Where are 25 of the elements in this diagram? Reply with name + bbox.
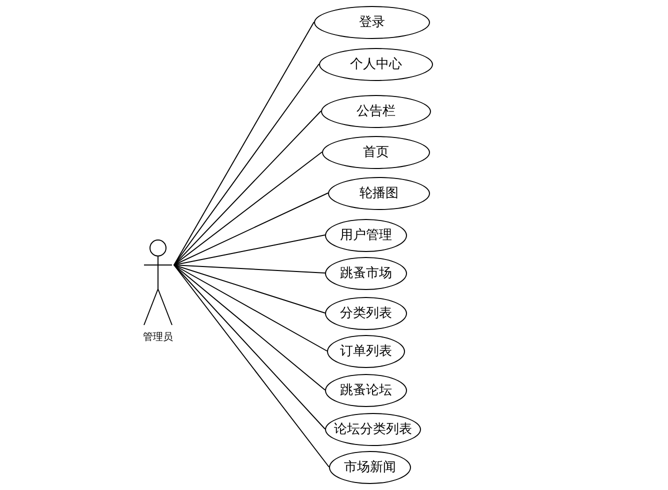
use-case-ellipse: 用户管理	[325, 218, 407, 252]
use-case-ellipse: 市场新闻	[329, 450, 411, 484]
association-line	[174, 264, 328, 352]
use-case-ellipse: 首页	[322, 136, 430, 168]
association-line	[174, 264, 326, 274]
use-case-ellipse: 轮播图	[328, 176, 430, 210]
association-line	[174, 264, 326, 390]
association-line	[174, 192, 328, 266]
association-line	[174, 152, 322, 266]
actor-label: 管理员	[142, 331, 174, 344]
use-case-ellipse: 跳蚤市场	[325, 256, 407, 290]
use-case-ellipse: 公告栏	[321, 94, 431, 128]
use-case-ellipse: 订单列表	[327, 334, 405, 368]
use-case-ellipse: 个人中心	[319, 48, 433, 80]
association-line	[174, 264, 326, 314]
use-case-ellipse: 分类列表	[325, 296, 407, 330]
association-line	[174, 110, 322, 266]
use-case-ellipse: 登录	[314, 6, 430, 38]
use-case-ellipse: 论坛分类列表	[325, 412, 421, 446]
association-line	[174, 264, 326, 430]
association-line	[174, 234, 326, 266]
association-line	[174, 22, 314, 266]
association-line	[174, 264, 330, 468]
association-line	[174, 64, 320, 266]
use-case-ellipse: 跳蚤论坛	[325, 374, 407, 406]
